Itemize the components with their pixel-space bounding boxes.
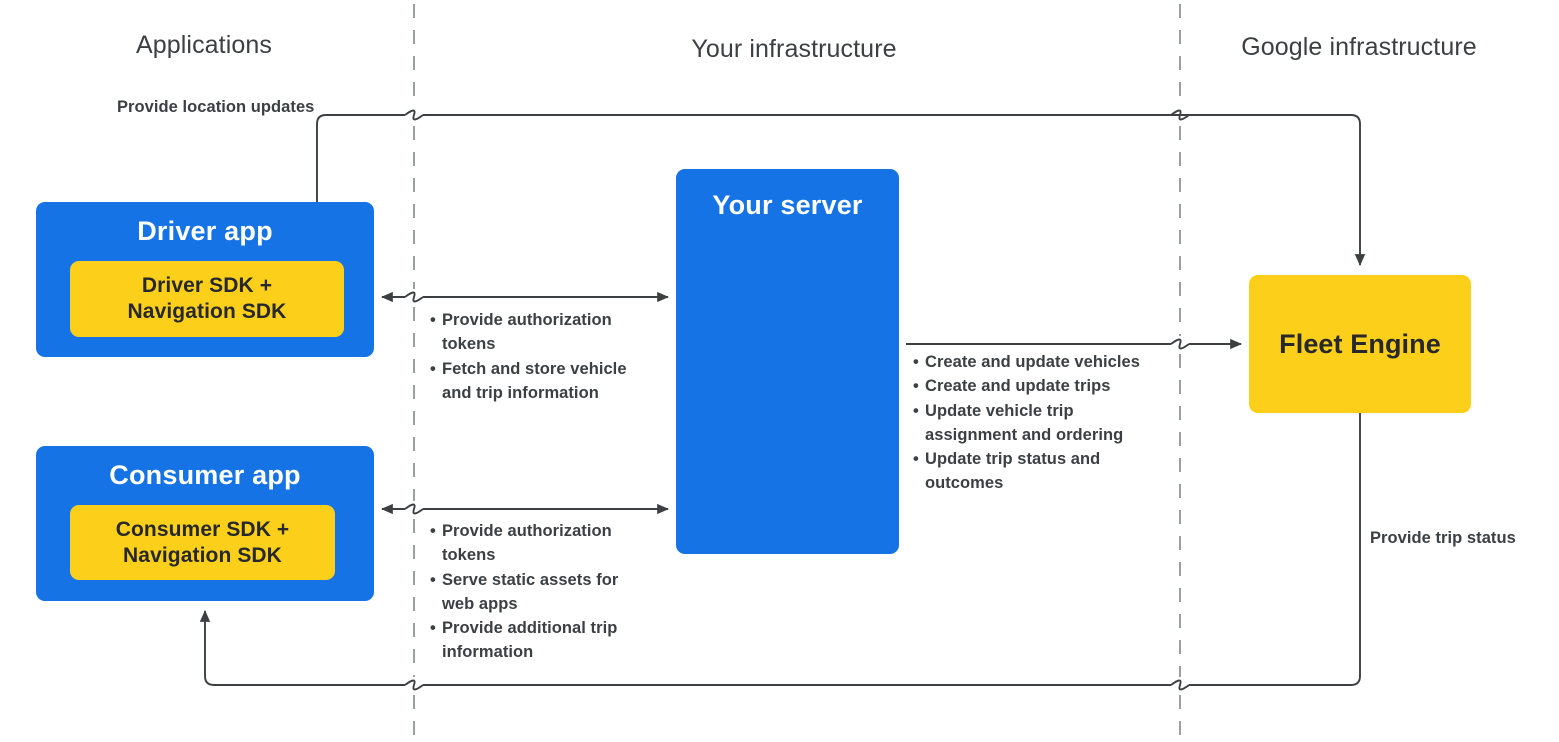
list-item: Create and update vehicles [913,350,1161,375]
your-server-title: Your server [712,190,863,220]
list-item: Provide authorization tokens [430,308,658,357]
line-jump-top [404,109,424,121]
edge-label-provide-location-updates: Provide location updates [117,98,315,116]
line-jump-top-right [1170,109,1190,121]
node-driver-sdk[interactable]: Driver SDK + Navigation SDK [70,261,344,337]
node-fleet-engine[interactable]: Fleet Engine [1249,275,1471,413]
list-item: Update trip status and outcomes [913,447,1161,496]
driver-to-server-list: Provide authorization tokens Fetch and s… [430,308,658,405]
consumer-sdk-line-2: Navigation SDK [123,543,282,567]
list-item: Create and update trips [913,374,1161,399]
node-consumer-app[interactable]: Consumer app Consumer SDK + Navigation S… [36,446,374,601]
edge-label-provide-trip-status: Provide trip status [1370,529,1516,547]
edge-label-driver-to-server: Provide authorization tokens Fetch and s… [430,308,658,405]
list-item: Provide authorization tokens [430,519,640,568]
list-item: Update vehicle trip assignment and order… [913,399,1161,448]
column-header-your-infrastructure: Your infrastructure [691,35,897,63]
fleet-engine-title: Fleet Engine [1279,328,1441,359]
line-jump-consumer-server [404,503,424,515]
node-driver-app[interactable]: Driver app Driver SDK + Navigation SDK [36,202,374,357]
driver-app-title: Driver app [137,216,273,246]
driver-sdk-line-1: Driver SDK + [141,274,273,298]
consumer-app-title: Consumer app [109,460,301,490]
column-header-applications: Applications [135,31,273,59]
list-item: Fetch and store vehicle and trip informa… [430,357,658,406]
line-jump-bottom-left [404,679,424,691]
line-jump-driver-server [404,291,424,303]
consumer-sdk-line-1: Consumer SDK + [115,517,290,541]
edge-label-server-to-fleet-engine: Create and update vehicles Create and up… [913,350,1161,496]
driver-sdk-line-2: Navigation SDK [127,300,287,323]
consumer-to-server-list: Provide authorization tokens Serve stati… [430,519,640,665]
line-jump-bottom-right [1170,679,1190,691]
node-your-server[interactable]: Your server [676,169,899,554]
list-item: Serve static assets for web apps [430,568,640,617]
column-header-google-infrastructure: Google infrastructure [1241,33,1477,61]
node-consumer-sdk[interactable]: Consumer SDK + Navigation SDK [70,505,335,580]
list-item: Provide additional trip information [430,616,640,665]
line-jump-server-fleet [1170,338,1190,350]
server-to-fleet-engine-list: Create and update vehicles Create and up… [913,350,1161,496]
edge-label-consumer-to-server: Provide authorization tokens Serve stati… [430,519,640,665]
